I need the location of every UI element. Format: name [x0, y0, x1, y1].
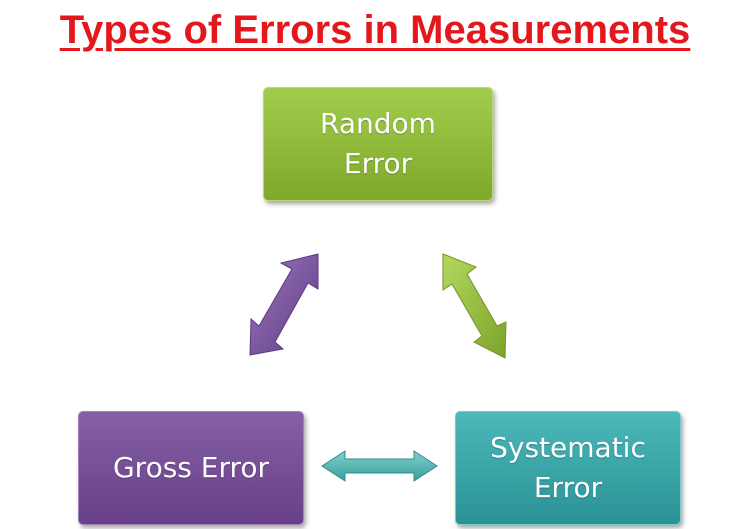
systematic-error-label: Systematic Error [490, 431, 646, 504]
random-gross-double-arrow [249, 253, 319, 356]
random-systematic-double-arrow [442, 253, 507, 359]
systematic-error-box: Systematic Error [455, 411, 681, 525]
gross-error-box: Gross Error [78, 411, 304, 525]
gross-systematic-double-arrow [321, 450, 438, 482]
random-error-label: Random Error [320, 107, 436, 180]
random-error-box: Random Error [263, 87, 493, 201]
diagram-title: Types of Errors in Measurements [59, 8, 691, 52]
gross-error-label: Gross Error [112, 451, 270, 484]
